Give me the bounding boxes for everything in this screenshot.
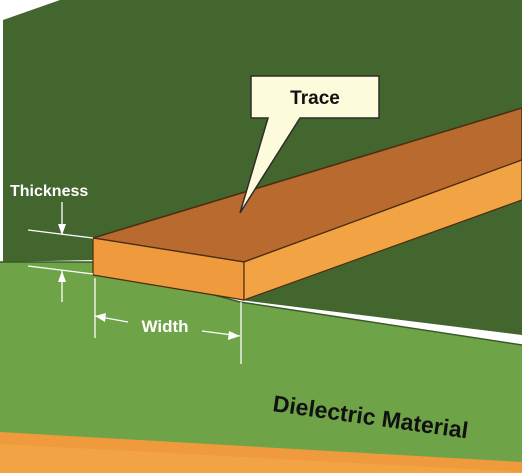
width-label: Width: [141, 317, 188, 336]
trace-callout: [239, 75, 380, 214]
corner-cut: [0, 0, 15, 14]
width-arrow-right: [228, 331, 240, 340]
thickness-label: Thickness: [10, 183, 88, 200]
width-arrow-left: [95, 313, 106, 322]
width-dimension: [94, 278, 242, 364]
bottom-copper-strip: [0, 432, 522, 472]
trace-side-edge: [243, 159, 522, 301]
trace-label: Trace: [290, 88, 340, 109]
thickness-arrow-up: [58, 271, 66, 282]
dielectric-face: [0, 262, 522, 473]
thickness-arrow-down: [58, 224, 66, 235]
